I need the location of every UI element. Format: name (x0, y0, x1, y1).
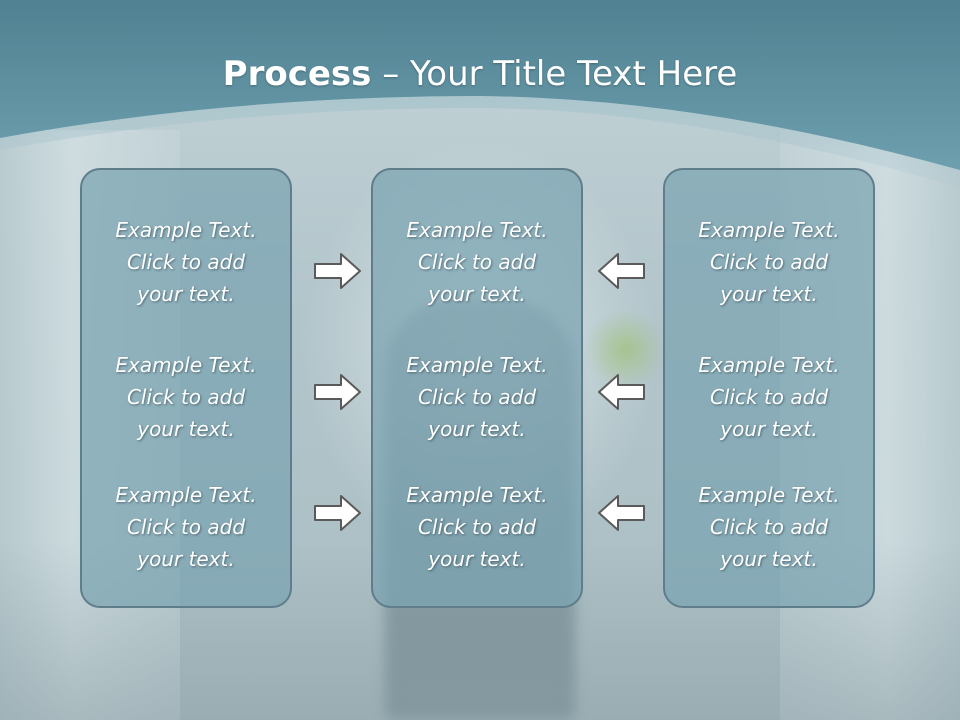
text-line: Click to add (417, 385, 537, 409)
text-line: your text. (720, 417, 818, 441)
text-line: Example Text. (115, 353, 257, 377)
text-line: your text. (720, 547, 818, 571)
text-placeholder[interactable]: Example Text. Click to add your text. (665, 349, 873, 445)
title-text: Your Title Text Here (410, 54, 738, 94)
text-line: Click to add (709, 250, 829, 274)
text-line: Example Text. (406, 353, 548, 377)
text-line: Click to add (709, 385, 829, 409)
text-line: your text. (137, 417, 235, 441)
text-placeholder[interactable]: Example Text. Click to add your text. (82, 349, 290, 445)
arrow-left-icon[interactable] (596, 372, 646, 412)
text-placeholder[interactable]: Example Text. Click to add your text. (665, 479, 873, 575)
text-placeholder[interactable]: Example Text. Click to add your text. (373, 349, 581, 445)
text-line: Example Text. (406, 218, 548, 242)
text-line: Click to add (709, 515, 829, 539)
text-line: Example Text. (698, 218, 840, 242)
slide-title[interactable]: Process – Your Title Text Here (0, 52, 960, 96)
text-line: your text. (137, 282, 235, 306)
text-line: Example Text. (406, 483, 548, 507)
arrow-right-icon[interactable] (313, 493, 363, 533)
text-line: Click to add (126, 515, 246, 539)
text-placeholder[interactable]: Example Text. Click to add your text. (665, 214, 873, 310)
text-placeholder[interactable]: Example Text. Click to add your text. (82, 214, 290, 310)
text-line: your text. (720, 282, 818, 306)
text-line: Example Text. (115, 483, 257, 507)
arrow-right-icon[interactable] (313, 251, 363, 291)
text-line: Click to add (417, 515, 537, 539)
title-bold: Process (222, 54, 372, 94)
text-placeholder[interactable]: Example Text. Click to add your text. (82, 479, 290, 575)
text-placeholder[interactable]: Example Text. Click to add your text. (373, 479, 581, 575)
panel-right[interactable]: Example Text. Click to add your text. Ex… (663, 168, 875, 608)
arrow-left-icon[interactable] (596, 251, 646, 291)
text-line: Click to add (126, 385, 246, 409)
text-line: Example Text. (115, 218, 257, 242)
text-line: your text. (428, 282, 526, 306)
text-line: Click to add (417, 250, 537, 274)
text-line: your text. (428, 417, 526, 441)
text-line: Example Text. (698, 353, 840, 377)
text-placeholder[interactable]: Example Text. Click to add your text. (373, 214, 581, 310)
arrow-right-icon[interactable] (313, 372, 363, 412)
text-line: Example Text. (698, 483, 840, 507)
background-photo-flowers (585, 310, 665, 390)
panel-center[interactable]: Example Text. Click to add your text. Ex… (371, 168, 583, 608)
header-band (0, 0, 960, 188)
arrow-left-icon[interactable] (596, 493, 646, 533)
text-line: your text. (428, 547, 526, 571)
text-line: your text. (137, 547, 235, 571)
title-separator: – (371, 54, 411, 94)
panel-left[interactable]: Example Text. Click to add your text. Ex… (80, 168, 292, 608)
text-line: Click to add (126, 250, 246, 274)
